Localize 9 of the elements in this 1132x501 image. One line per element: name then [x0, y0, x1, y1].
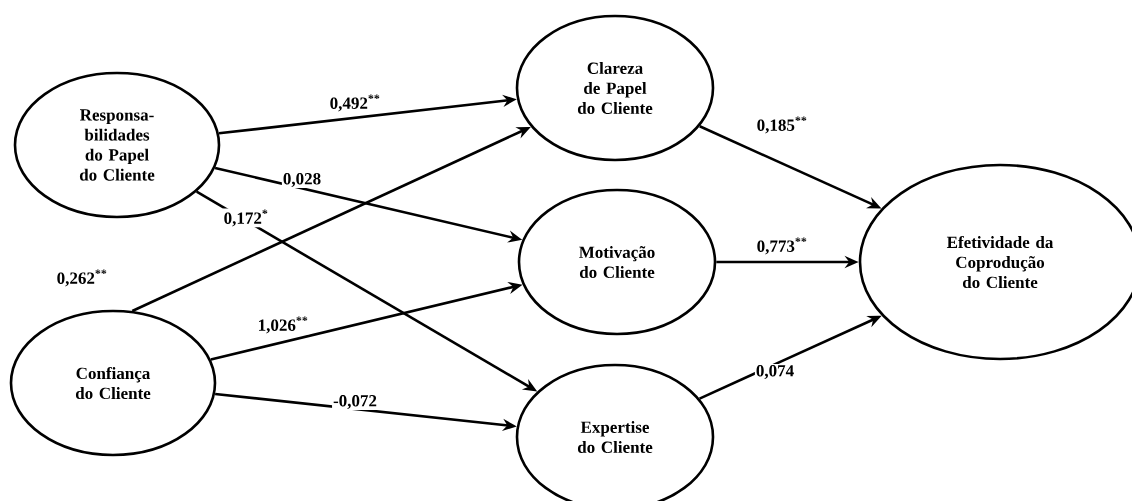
coefficient-label: -0,072 — [332, 394, 378, 410]
coefficient-label: 0,172$^{*}$ — [222, 208, 270, 228]
coefficient-label: 0,074 — [754, 364, 796, 380]
coefficient-label: 0,262$^{**}$ — [55, 268, 109, 288]
coefficient-label: 0,028 — [281, 172, 323, 188]
coefficient-label: 0,773$^{**}$ — [755, 236, 809, 256]
coefficient-label: 0,492$^{**}$ — [328, 93, 382, 113]
coefficient-label: 1,026$^{**}$ — [256, 315, 310, 335]
coefficient-label: 0,185$^{**}$ — [755, 115, 809, 135]
